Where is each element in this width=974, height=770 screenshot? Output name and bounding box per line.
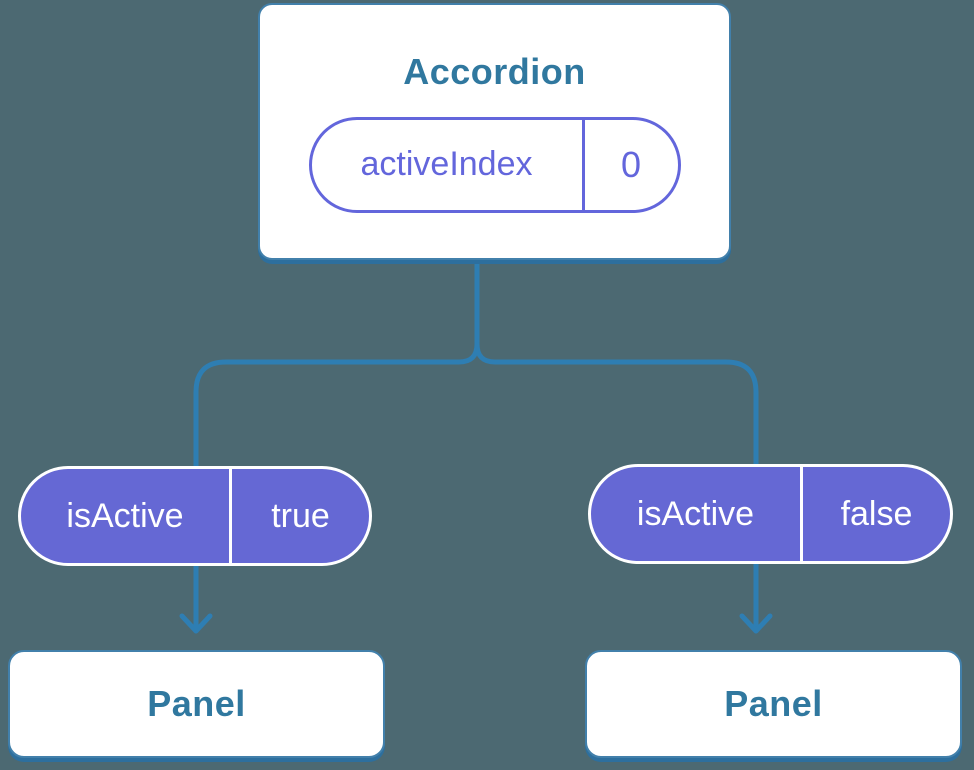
state-name: activeIndex	[312, 119, 585, 210]
arrow-down-icon	[739, 613, 773, 634]
panel-component-card-right: Panel	[585, 650, 962, 758]
state-pill: activeIndex 0	[308, 116, 681, 213]
component-title: Panel	[147, 683, 246, 724]
prop-value: false	[840, 494, 913, 533]
prop-name: isActive	[21, 469, 232, 563]
prop-pill-left: isActive true	[18, 466, 372, 566]
arrow-down-icon	[179, 613, 213, 634]
connector-branch-left	[193, 341, 480, 633]
accordion-component-card: Accordion activeIndex 0	[258, 3, 731, 260]
prop-value: true	[271, 496, 330, 535]
state-value: 0	[620, 143, 642, 185]
prop-name: isActive	[591, 467, 803, 561]
prop-pill-right: isActive false	[588, 464, 953, 564]
connector-branch-right	[474, 341, 759, 633]
component-title: Panel	[724, 683, 823, 724]
panel-component-card-left: Panel	[8, 650, 385, 758]
component-title: Accordion	[403, 50, 586, 92]
